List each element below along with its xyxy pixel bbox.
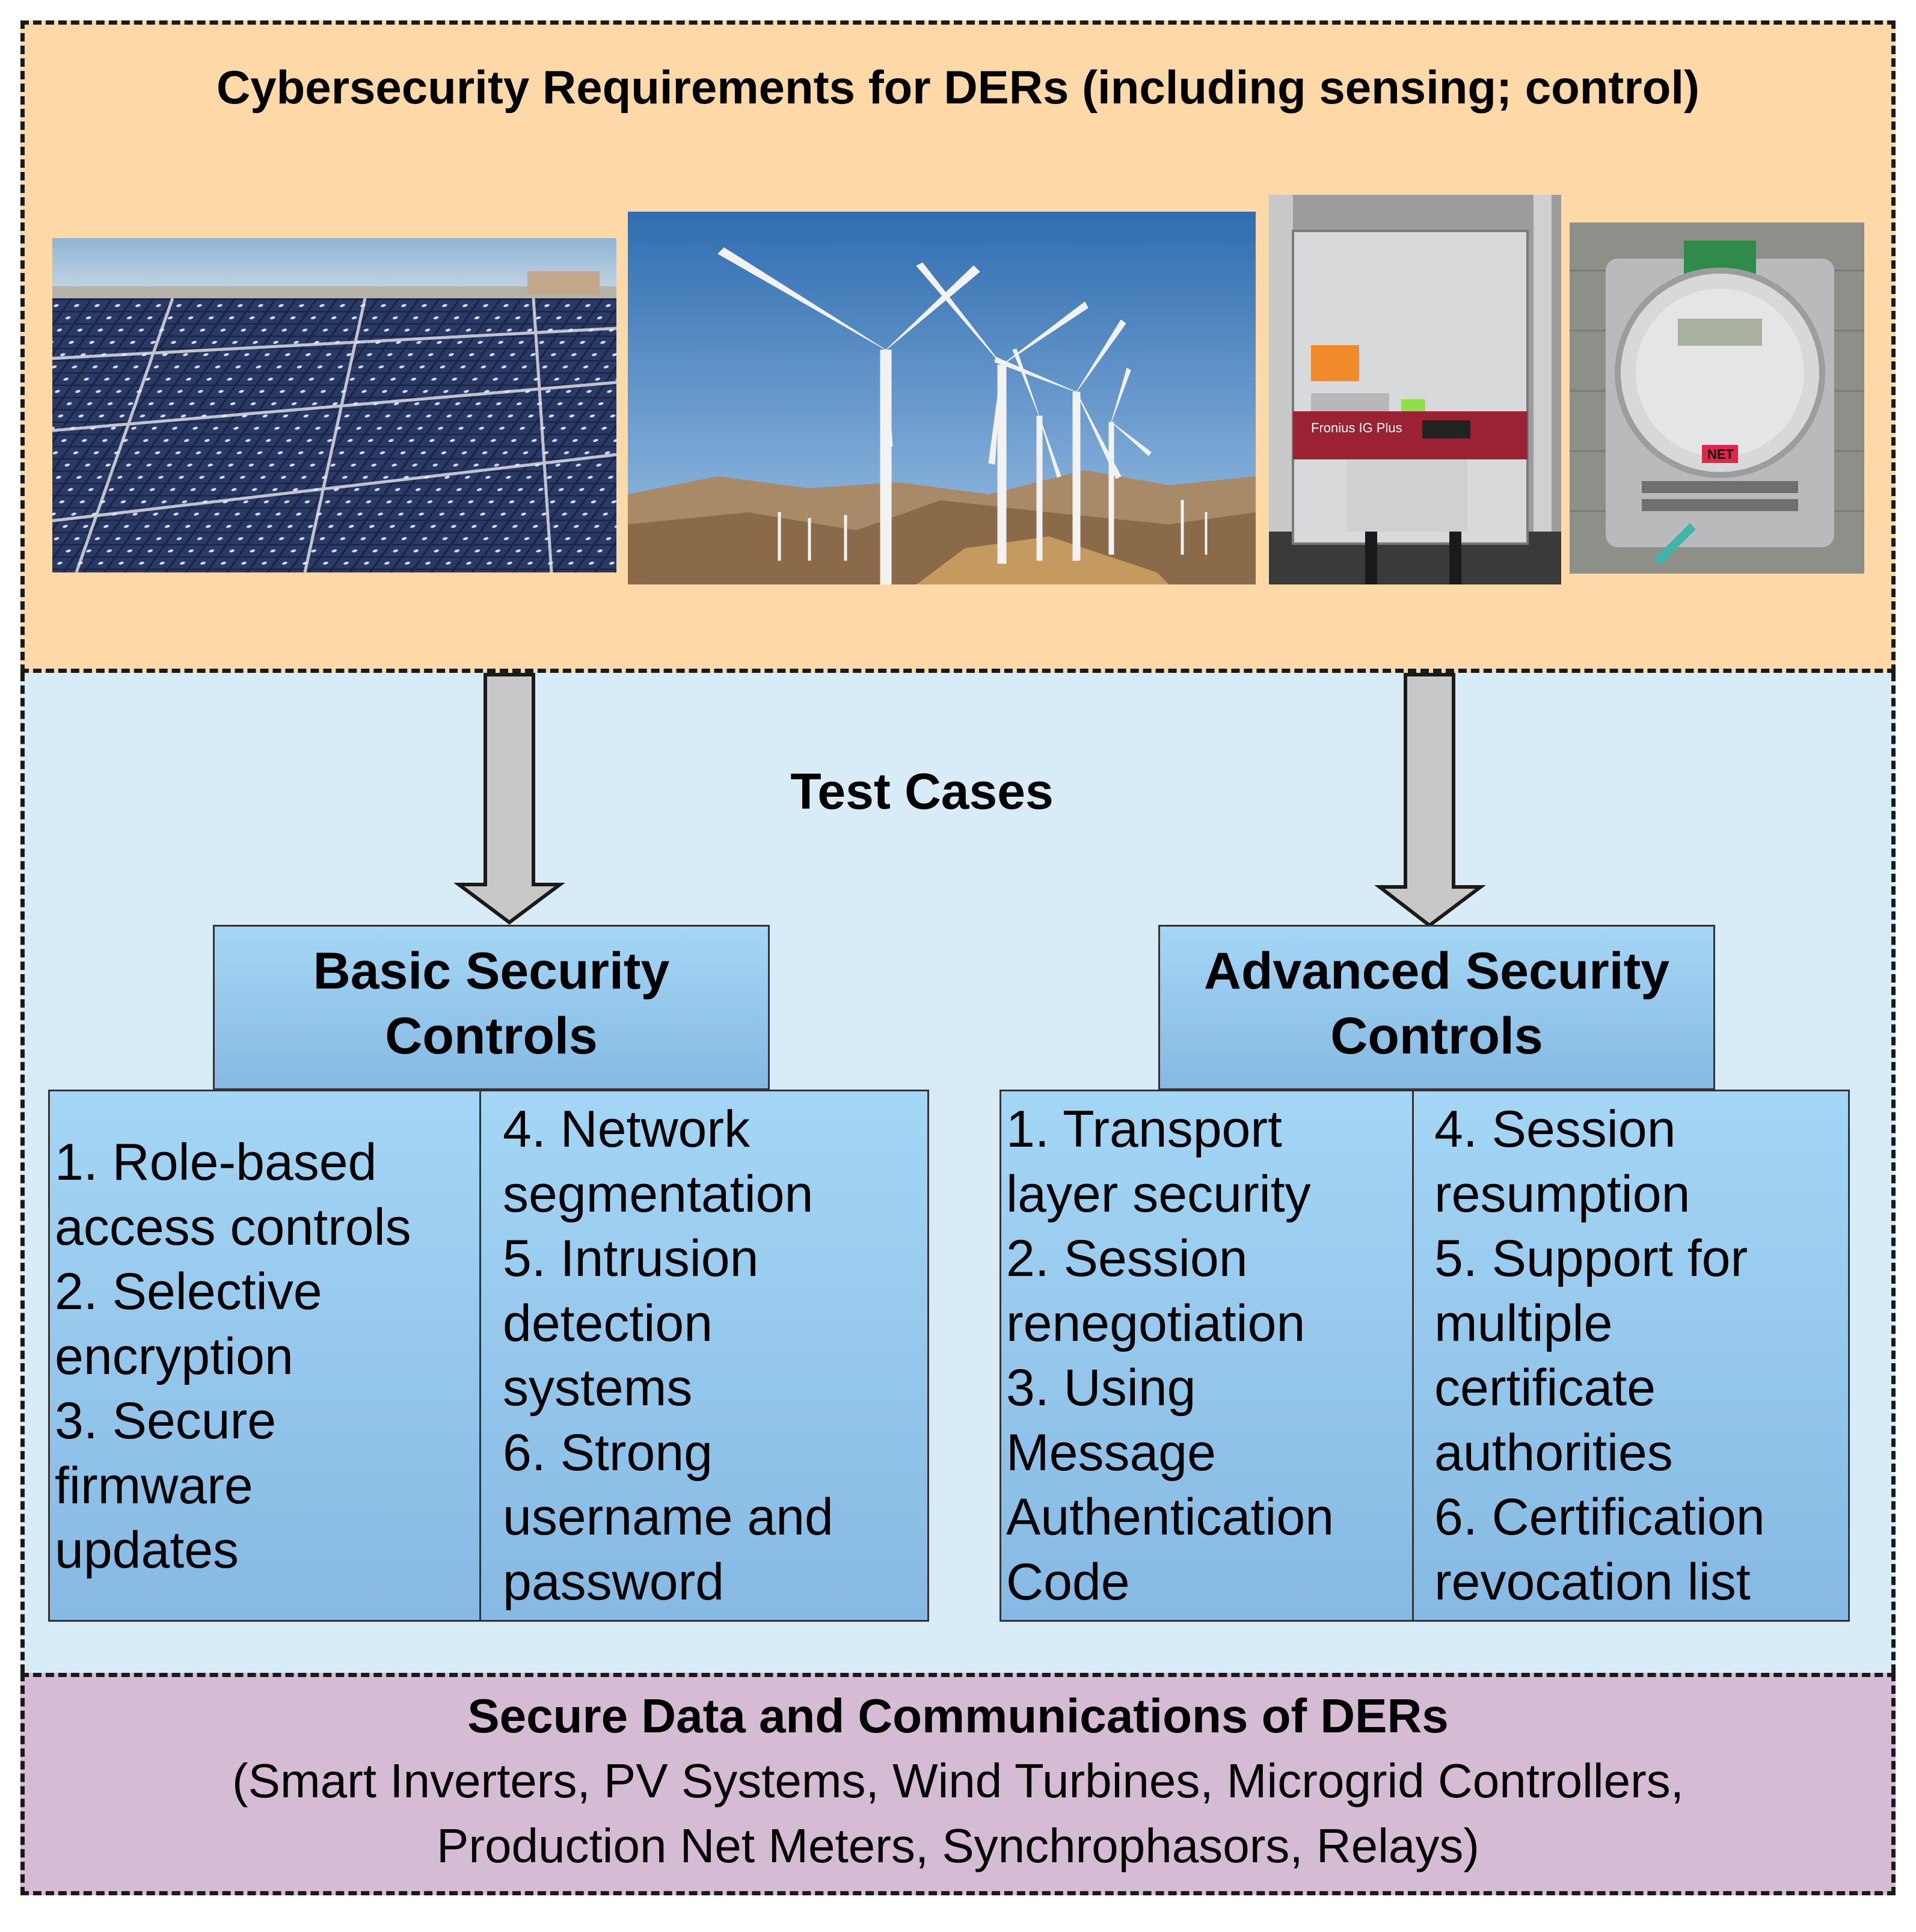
solar-panels-photo <box>52 238 616 572</box>
list-item: renegotiation <box>1006 1294 1306 1352</box>
advanced-security-header: Advanced Security Controls <box>1158 925 1715 1090</box>
wind-turbines-photo <box>628 212 1256 584</box>
list-item: 4. Session <box>1434 1100 1676 1158</box>
basic-security-header: Basic Security Controls <box>213 925 770 1090</box>
advanced-title-line2: Controls <box>1330 1007 1543 1065</box>
basic-list-right: 4. Network segmentation 5. Intrusion det… <box>479 1090 929 1622</box>
list-item: updates <box>55 1521 239 1579</box>
list-item: 5. Support for <box>1434 1230 1748 1287</box>
advanced-list-right: 4. Session resumption 5. Support for mul… <box>1412 1090 1850 1622</box>
list-item: access controls <box>55 1198 411 1256</box>
footer-text: Secure Data and Communications of DERs (… <box>20 1684 1896 1878</box>
list-item: 2. Session <box>1006 1230 1248 1287</box>
list-item: resumption <box>1434 1165 1690 1223</box>
list-item: systems <box>503 1359 693 1417</box>
top-title: Cybersecurity Requirements for DERs (inc… <box>216 61 1700 114</box>
list-item: revocation list <box>1434 1553 1751 1611</box>
list-item: 3. Secure <box>55 1392 277 1450</box>
footer-line3: Production Net Meters, Synchrophasors, R… <box>436 1819 1480 1872</box>
arrow-to-basic <box>454 673 565 925</box>
footer-line2: (Smart Inverters, PV Systems, Wind Turbi… <box>232 1754 1684 1808</box>
list-item: Authentication <box>1006 1488 1334 1546</box>
list-item: 4. Network <box>503 1100 751 1158</box>
list-item: firmware <box>55 1456 253 1515</box>
list-item: username and <box>503 1488 834 1546</box>
list-item: certificate <box>1434 1359 1656 1417</box>
advanced-title-line1: Advanced Security <box>1203 942 1670 1000</box>
list-item: 1. Role-based <box>55 1133 377 1191</box>
list-item: layer security <box>1006 1165 1311 1223</box>
list-item: 3. Using <box>1006 1359 1196 1417</box>
list-item: 5. Intrusion <box>503 1230 759 1287</box>
basic-title-line1: Basic Security <box>313 942 670 1000</box>
net-label: NET <box>1707 447 1734 462</box>
list-item: 1. Transport <box>1006 1100 1282 1158</box>
list-item: Message <box>1006 1423 1216 1482</box>
list-item: detection <box>503 1294 713 1352</box>
basic-list-left: 1. Role-based access controls 2. Selecti… <box>48 1090 481 1622</box>
footer-title: Secure Data and Communications of DERs <box>467 1689 1449 1743</box>
arrow-to-advanced <box>1375 673 1486 928</box>
list-item: 6. Certification <box>1434 1488 1765 1546</box>
list-item: Code <box>1006 1553 1130 1611</box>
list-item: multiple <box>1434 1294 1613 1352</box>
list-item: 2. Selective <box>55 1263 322 1320</box>
inverter-label: Fronius IG Plus <box>1311 420 1402 435</box>
bottom-panel <box>20 1673 1896 1895</box>
basic-title-line2: Controls <box>385 1007 598 1065</box>
list-item: encryption <box>55 1327 293 1385</box>
list-item: authorities <box>1434 1423 1673 1482</box>
list-item: password <box>503 1553 725 1611</box>
test-cases-title: Test Cases <box>790 763 1054 820</box>
list-item: segmentation <box>503 1165 814 1223</box>
advanced-list-left: 1. Transport layer security 2. Session r… <box>999 1090 1414 1622</box>
inverter-photo: Fronius IG Plus <box>1269 195 1561 584</box>
net-meter-photo: NET <box>1570 222 1864 574</box>
list-item: 6. Strong <box>503 1423 713 1482</box>
